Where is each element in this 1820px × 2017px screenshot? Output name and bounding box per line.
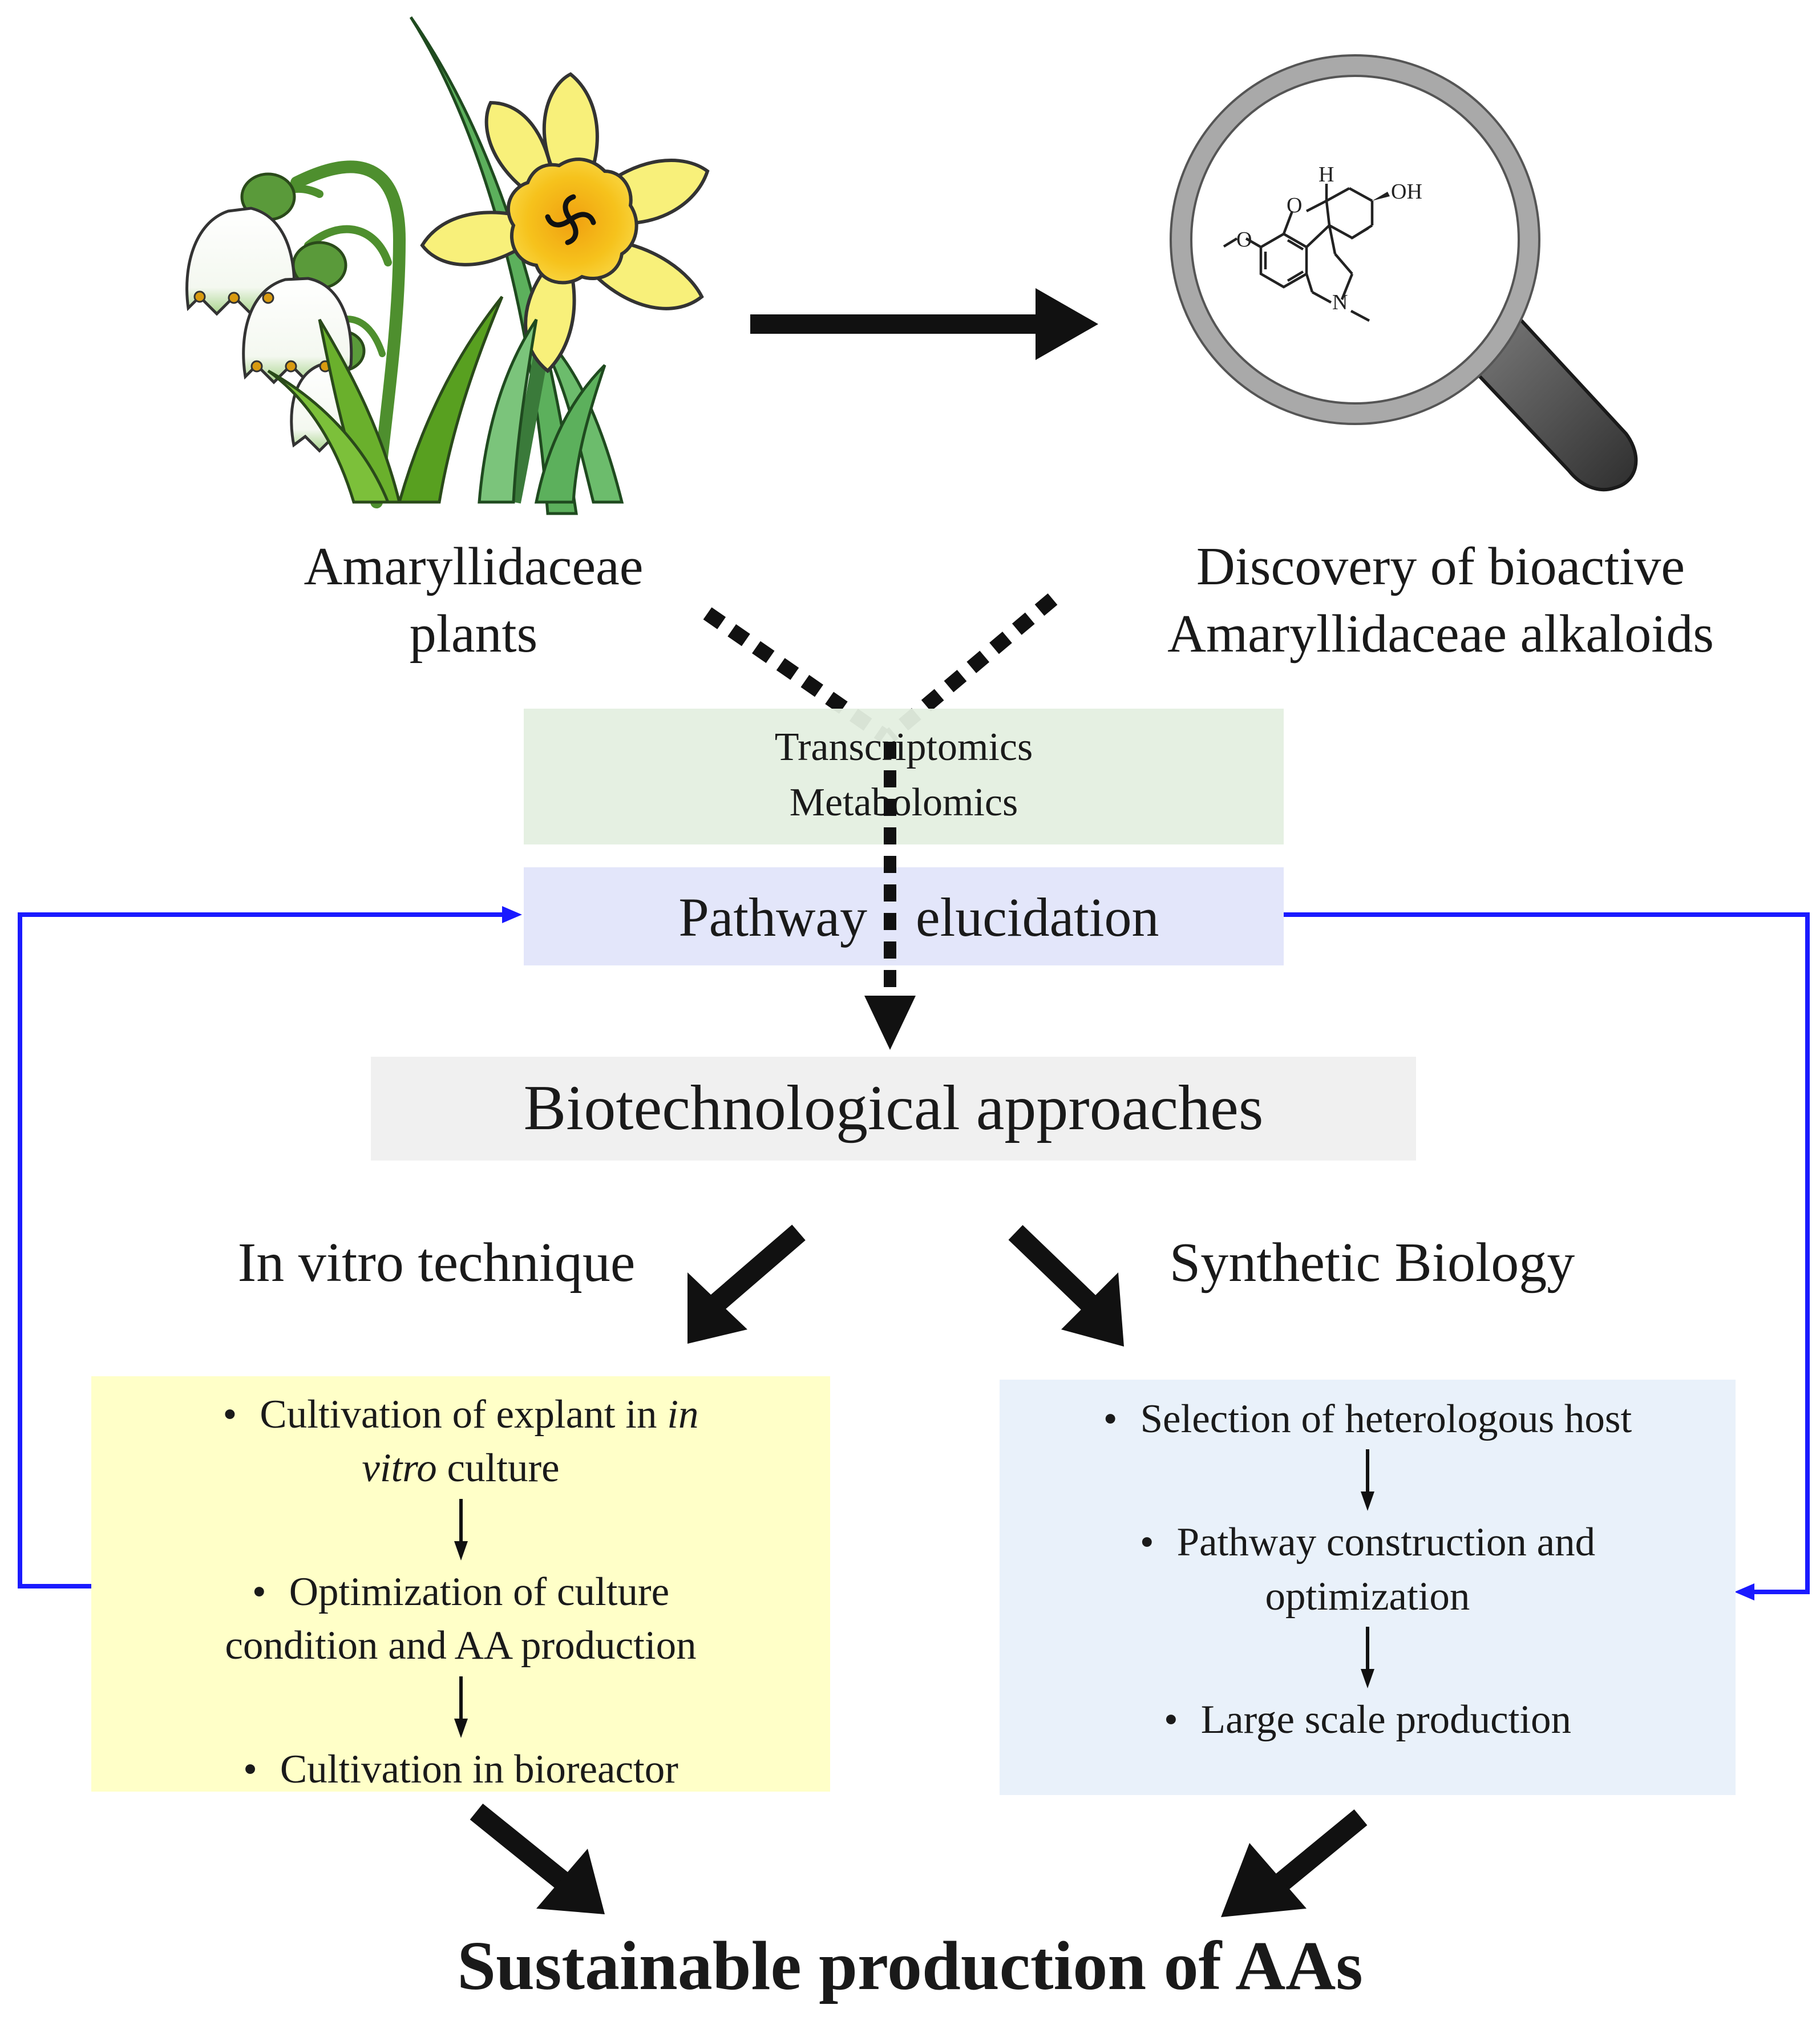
snowflake-stem xyxy=(290,160,406,508)
plants-label-line: plants xyxy=(409,604,538,664)
feedback-arrowhead xyxy=(1734,1583,1754,1600)
pathway-label-right: elucidation xyxy=(916,887,1159,948)
bullet: • xyxy=(1163,1697,1178,1743)
molecule-labels: H OH O O N xyxy=(1236,163,1422,314)
atom-label: O xyxy=(1236,228,1252,252)
discovery-label: Discovery of bioactive Amaryllidaceae al… xyxy=(1084,533,1797,668)
step-text: Pathway construction and xyxy=(1176,1520,1596,1565)
omics-box xyxy=(524,709,1284,844)
plants-label: Amaryllidaceae plants xyxy=(228,533,719,668)
atom-label: OH xyxy=(1391,180,1422,204)
step-arrow xyxy=(1361,1627,1374,1689)
bullet: • xyxy=(223,1392,237,1437)
bullet: • xyxy=(243,1747,257,1792)
branch-label-synbio: Synthetic Biology xyxy=(1169,1232,1575,1294)
daffodil-leaf xyxy=(534,364,606,504)
plants-label-line: Amaryllidaceae xyxy=(304,537,644,596)
converge-arrow-right xyxy=(1221,1809,1368,1917)
step-arrow xyxy=(1361,1449,1374,1511)
omics-line-metabolomics: Metabolomics xyxy=(789,780,1018,824)
invitro-step-1: • Cultivation of explant in in vitro cult… xyxy=(91,1388,830,1495)
magnifier-lens-icon xyxy=(1171,55,1539,424)
step-text: Cultivation of explant in xyxy=(260,1392,668,1437)
daffodil-flower xyxy=(420,72,710,374)
snowflake-leaf xyxy=(397,296,504,504)
bullet: • xyxy=(1103,1397,1118,1441)
invitro-step-3: • Cultivation in bioreactor xyxy=(91,1743,830,1796)
step-text-italic: in xyxy=(667,1392,699,1437)
converge-arrow-left xyxy=(470,1803,605,1914)
daffodil-leaf xyxy=(478,318,538,504)
synbio-box xyxy=(1000,1380,1736,1795)
branch-label-invitro: In vitro technique xyxy=(237,1232,636,1294)
omics-labels: Transcriptomics Metabolomics xyxy=(524,720,1284,830)
branch-arrow-right xyxy=(1008,1225,1124,1347)
step-text: Cultivation in bioreactor xyxy=(280,1747,678,1792)
synbio-step-1: • Selection of heterologous host xyxy=(1000,1392,1736,1446)
invitro-step-2: • Optimization of culture condition and A… xyxy=(91,1565,830,1673)
alkaloid-molecule-structure xyxy=(1223,184,1374,322)
biotech-label: Biotechnological approaches xyxy=(523,1073,1264,1143)
discovery-label-line: Discovery of bioactive xyxy=(1196,537,1685,596)
stereo-bond xyxy=(1372,192,1390,201)
pathway-label-left: Pathway xyxy=(678,887,867,948)
final-label: Sustainable production of AAs xyxy=(457,1927,1363,2004)
daffodil-stamen xyxy=(545,194,596,245)
magnifier-handle-icon xyxy=(1466,317,1638,492)
snowflake-leaf xyxy=(267,369,390,504)
step-text: optimization xyxy=(1265,1574,1470,1619)
synbio-step-3: • Large scale production xyxy=(1000,1693,1736,1747)
bullet: • xyxy=(1139,1520,1154,1565)
step-text: Selection of heterologous host xyxy=(1140,1397,1632,1441)
step-arrow xyxy=(454,1498,468,1561)
atom-label: H xyxy=(1319,163,1334,187)
magnifying-glass-illustration: H OH O O N xyxy=(1170,54,1638,492)
discovery-arrow xyxy=(750,288,1098,360)
feedback-arrowhead xyxy=(502,906,522,923)
step-arrow xyxy=(454,1676,468,1738)
synbio-step-2: • Pathway construction and optimization xyxy=(1000,1515,1736,1623)
feedback-loop-lines xyxy=(18,912,1810,1594)
step-text: Optimization of culture xyxy=(289,1569,670,1614)
omics-line-transcriptomics: Transcriptomics xyxy=(774,725,1033,769)
pathway-box xyxy=(524,867,1284,965)
atom-label: N xyxy=(1332,290,1348,314)
snowflake-stem xyxy=(304,225,392,266)
branch-arrow-left xyxy=(687,1224,806,1344)
bullet: • xyxy=(252,1569,266,1614)
step-text: condition and AA production xyxy=(225,1623,697,1668)
atom-label: O xyxy=(1287,193,1302,217)
biotech-box xyxy=(371,1057,1416,1161)
synbio-steps: • Selection of heterologous host • Pathway… xyxy=(1000,1392,1736,1747)
discovery-label-line: Amaryllidaceae alkaloids xyxy=(1167,604,1714,664)
step-text-italic: vitro xyxy=(362,1446,437,1491)
step-text: culture xyxy=(436,1446,560,1491)
amaryllidaceae-plants-illustration xyxy=(185,16,710,515)
step-text: Large scale production xyxy=(1200,1697,1572,1743)
invitro-steps: • Cultivation of explant in in vitro cult… xyxy=(91,1388,830,1796)
